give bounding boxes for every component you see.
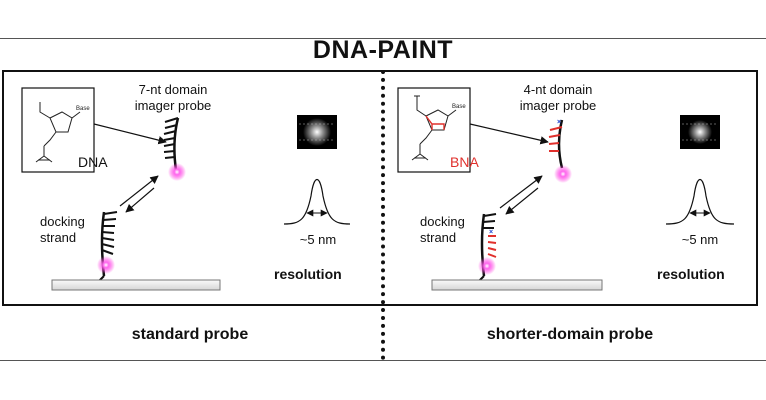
left-docking-label-line1: docking xyxy=(40,214,85,229)
right-gaussian-curve xyxy=(665,178,735,225)
left-imager-label-line2: imager probe xyxy=(134,98,212,113)
right-surface xyxy=(431,279,603,291)
right-docking-label-line1: docking xyxy=(420,214,465,229)
bna-bridge-icon xyxy=(425,115,445,130)
right-docking-fluorophore xyxy=(478,257,496,275)
left-chem-label: DNA xyxy=(78,154,108,170)
bna-sugar-structure-icon xyxy=(411,95,457,161)
right-docking-label: docking strand xyxy=(420,214,476,246)
right-chem-label: BNA xyxy=(450,154,479,170)
right-size-label: ~5 nm xyxy=(681,232,719,247)
svg-text:×: × xyxy=(489,229,493,236)
left-surface xyxy=(51,279,221,291)
left-caption: standard probe xyxy=(131,326,249,343)
left-docking-label: docking strand xyxy=(40,214,96,246)
left-base-label: Base xyxy=(76,106,90,112)
right-imager-label-line1: 4-nt domain xyxy=(523,82,593,97)
bottom-rule xyxy=(0,360,766,361)
right-caption: shorter-domain probe xyxy=(486,326,654,343)
left-imager-fluorophore xyxy=(168,163,186,181)
left-docking-strand xyxy=(93,211,118,287)
right-resolution-label: resolution xyxy=(657,266,725,282)
left-imager-probe xyxy=(163,117,186,181)
right-imager-label-line2: imager probe xyxy=(519,98,597,113)
left-chem-box xyxy=(21,87,95,173)
right-imager-label: 4-nt domain imager probe xyxy=(508,82,608,114)
right-docking-label-line2: strand xyxy=(420,230,457,245)
left-imager-label-line1: 7-nt domain xyxy=(138,82,208,97)
left-docking-label-line2: strand xyxy=(40,230,77,245)
left-equilibrium-arrows xyxy=(119,175,159,213)
right-base-label: Base xyxy=(452,104,466,110)
right-panel: Base × xyxy=(397,87,735,291)
diagram-frame xyxy=(2,70,758,306)
left-size-label: ~5 nm xyxy=(299,232,337,247)
left-panel: Base xyxy=(21,87,351,291)
right-docking-strand: × xyxy=(473,213,497,287)
left-gaussian-curve xyxy=(283,178,351,225)
right-equilibrium-arrows xyxy=(499,175,543,215)
left-imager-label: 7-nt domain imager probe xyxy=(118,82,228,114)
right-pointer-arrow xyxy=(469,123,549,145)
left-resolution-label: resolution xyxy=(274,266,342,282)
dna-sugar-structure-icon xyxy=(35,102,81,163)
right-imager-probe: × xyxy=(548,119,572,183)
left-docking-fluorophore xyxy=(97,256,115,274)
panel-divider xyxy=(381,70,385,360)
right-imager-fluorophore xyxy=(554,165,572,183)
left-pointer-arrow xyxy=(93,123,167,145)
figure-title: DNA-PAINT xyxy=(312,36,454,64)
svg-text:×: × xyxy=(557,119,561,126)
top-rule xyxy=(0,38,766,39)
